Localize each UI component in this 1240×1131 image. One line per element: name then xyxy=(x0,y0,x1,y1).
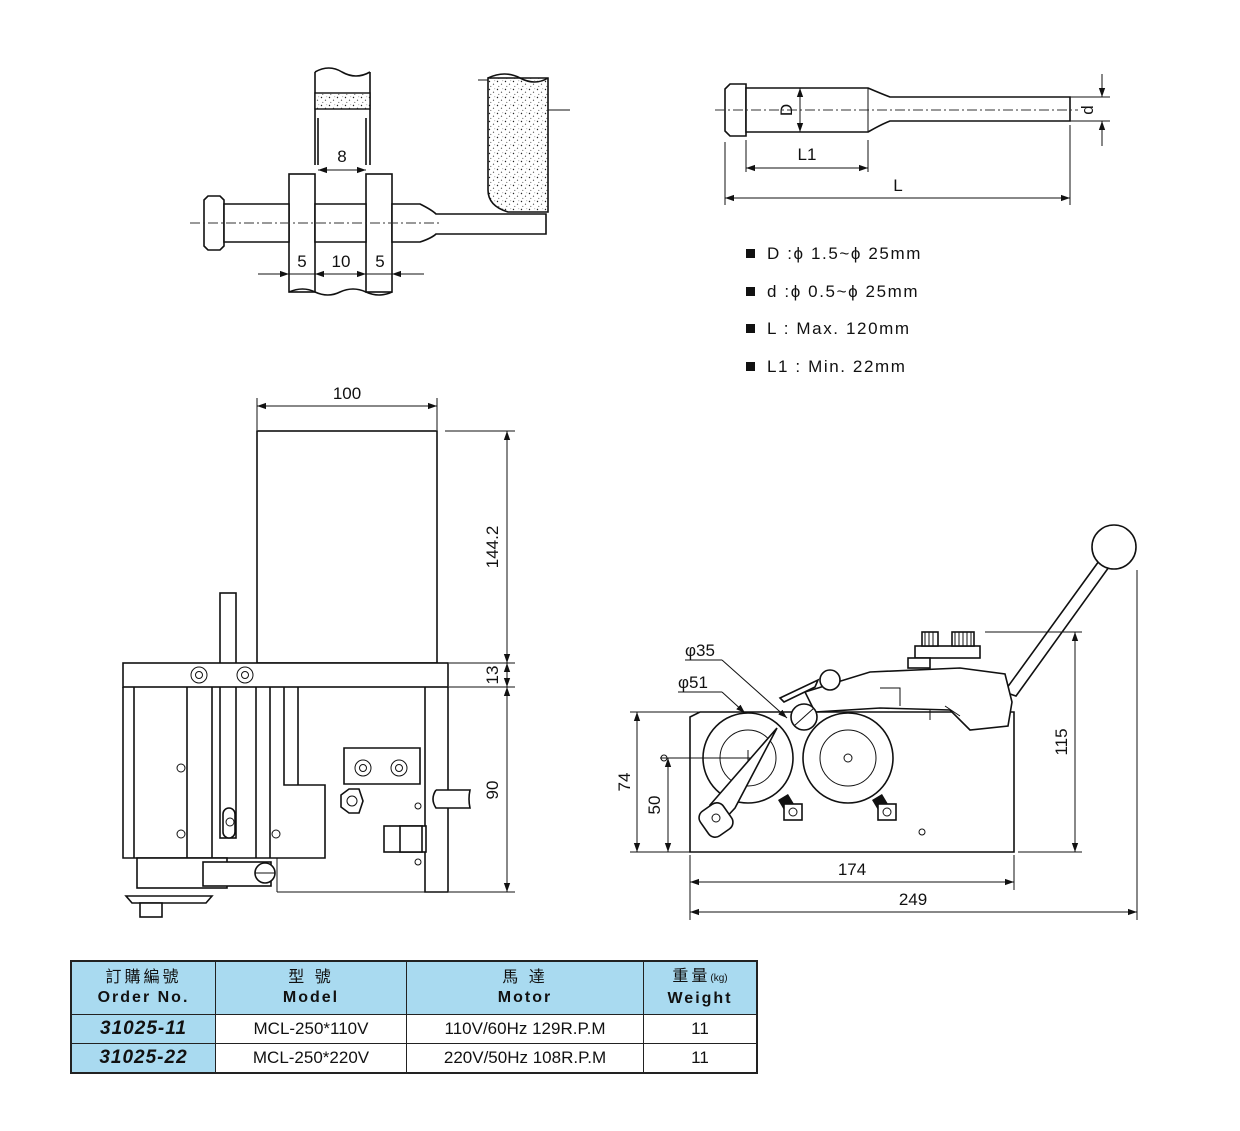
dim-phi-51: φ51 xyxy=(678,673,708,692)
header-zh: 馬 達 xyxy=(502,969,548,986)
header-model: 型 號 Model xyxy=(215,960,407,1015)
bullet-square-icon xyxy=(746,249,755,258)
dim-174: 174 xyxy=(838,860,866,879)
spec-item-d: d :ϕ 0.5~ϕ 25mm xyxy=(746,282,922,320)
cell-motor: 220V/50Hz 108R.P.M xyxy=(406,1043,644,1074)
dim-L: L xyxy=(893,176,902,195)
header-en: Model xyxy=(282,989,340,1006)
cell-weight: 11 xyxy=(643,1014,758,1044)
front-view: φ35 φ51 74 50 115 174 249 xyxy=(615,524,1138,920)
dim-8: 8 xyxy=(337,147,346,166)
header-zh-text: 重量 xyxy=(672,968,711,985)
cell-order-no: 31025-11 xyxy=(70,1014,216,1044)
bullet-square-icon xyxy=(746,324,755,333)
dim-100: 100 xyxy=(333,384,361,403)
bullet-square-icon xyxy=(746,361,755,371)
spec-item-L1: L1 : Min. 22mm xyxy=(746,357,922,395)
dim-90: 90 xyxy=(483,781,502,800)
grinding-setup-view: 8 5 10 5 xyxy=(190,67,570,296)
dim-144-2: 144.2 xyxy=(483,526,502,569)
cell-model: MCL-250*110V xyxy=(215,1014,407,1044)
dim-13: 13 xyxy=(483,666,502,685)
spec-text: d :ϕ 0.5~ϕ 25mm xyxy=(767,281,920,301)
spec-item-L: L : Max. 120mm xyxy=(746,319,922,357)
header-order-no: 訂購編號 Order No. xyxy=(70,960,216,1015)
handle-knob xyxy=(1091,524,1137,570)
table-header-row: 訂購編號 Order No. 型 號 Model 馬 達 Motor 重量(kg… xyxy=(70,960,758,1015)
dim-5-left: 5 xyxy=(297,252,306,271)
handle-arm xyxy=(1002,559,1111,697)
table-row: 31025-22 MCL-250*220V 220V/50Hz 108R.P.M… xyxy=(70,1043,758,1074)
dim-5-right: 5 xyxy=(375,252,384,271)
spec-text: L : Max. 120mm xyxy=(767,319,911,338)
dim-L1: L1 xyxy=(798,145,817,164)
cell-order-no: 31025-22 xyxy=(70,1043,216,1074)
bullet-square-icon xyxy=(746,286,755,296)
cell-weight: 11 xyxy=(643,1043,758,1074)
motor-housing xyxy=(256,430,438,664)
header-zh: 型 號 xyxy=(288,969,334,986)
side-view: 100 144.2 13 90 xyxy=(122,384,515,918)
cell-model: MCL-250*220V xyxy=(215,1043,407,1074)
dim-d: d xyxy=(1078,105,1097,114)
spec-item-D: D :ϕ 1.5~ϕ 25mm xyxy=(746,244,922,282)
punch-dimension-view: D d L1 L xyxy=(715,74,1110,205)
spec-text: D :ϕ 1.5~ϕ 25mm xyxy=(767,244,923,263)
header-en: Order No. xyxy=(97,989,190,1006)
table-row: 31025-11 MCL-250*110V 110V/60Hz 129R.P.M… xyxy=(70,1014,758,1044)
knurled-band xyxy=(314,92,371,110)
grinding-wheel xyxy=(487,77,549,213)
header-unit: (kg) xyxy=(710,973,728,984)
order-table: 訂購編號 Order No. 型 號 Model 馬 達 Motor 重量(kg… xyxy=(70,960,758,1074)
dim-249: 249 xyxy=(899,890,927,909)
dim-phi-35: φ35 xyxy=(685,641,715,660)
cell-motor: 110V/60Hz 129R.P.M xyxy=(406,1014,644,1044)
dim-115: 115 xyxy=(1052,728,1071,755)
header-zh: 訂購編號 xyxy=(105,969,182,986)
header-motor: 馬 達 Motor xyxy=(406,960,644,1015)
header-weight: 重量(kg) Weight xyxy=(643,960,758,1015)
regulating-wheel xyxy=(802,712,894,804)
header-zh: 重量(kg) xyxy=(644,967,756,989)
lever-rod xyxy=(219,592,237,839)
header-en: Weight xyxy=(667,990,733,1007)
dim-D: D xyxy=(777,104,796,116)
dim-50: 50 xyxy=(645,796,664,815)
spec-list: D :ϕ 1.5~ϕ 25mm d :ϕ 0.5~ϕ 25mm L : Max.… xyxy=(746,244,922,394)
spec-text: L1 : Min. 22mm xyxy=(767,356,907,376)
header-en: Motor xyxy=(497,989,553,1006)
dim-74: 74 xyxy=(615,773,634,792)
dim-10: 10 xyxy=(332,252,351,271)
